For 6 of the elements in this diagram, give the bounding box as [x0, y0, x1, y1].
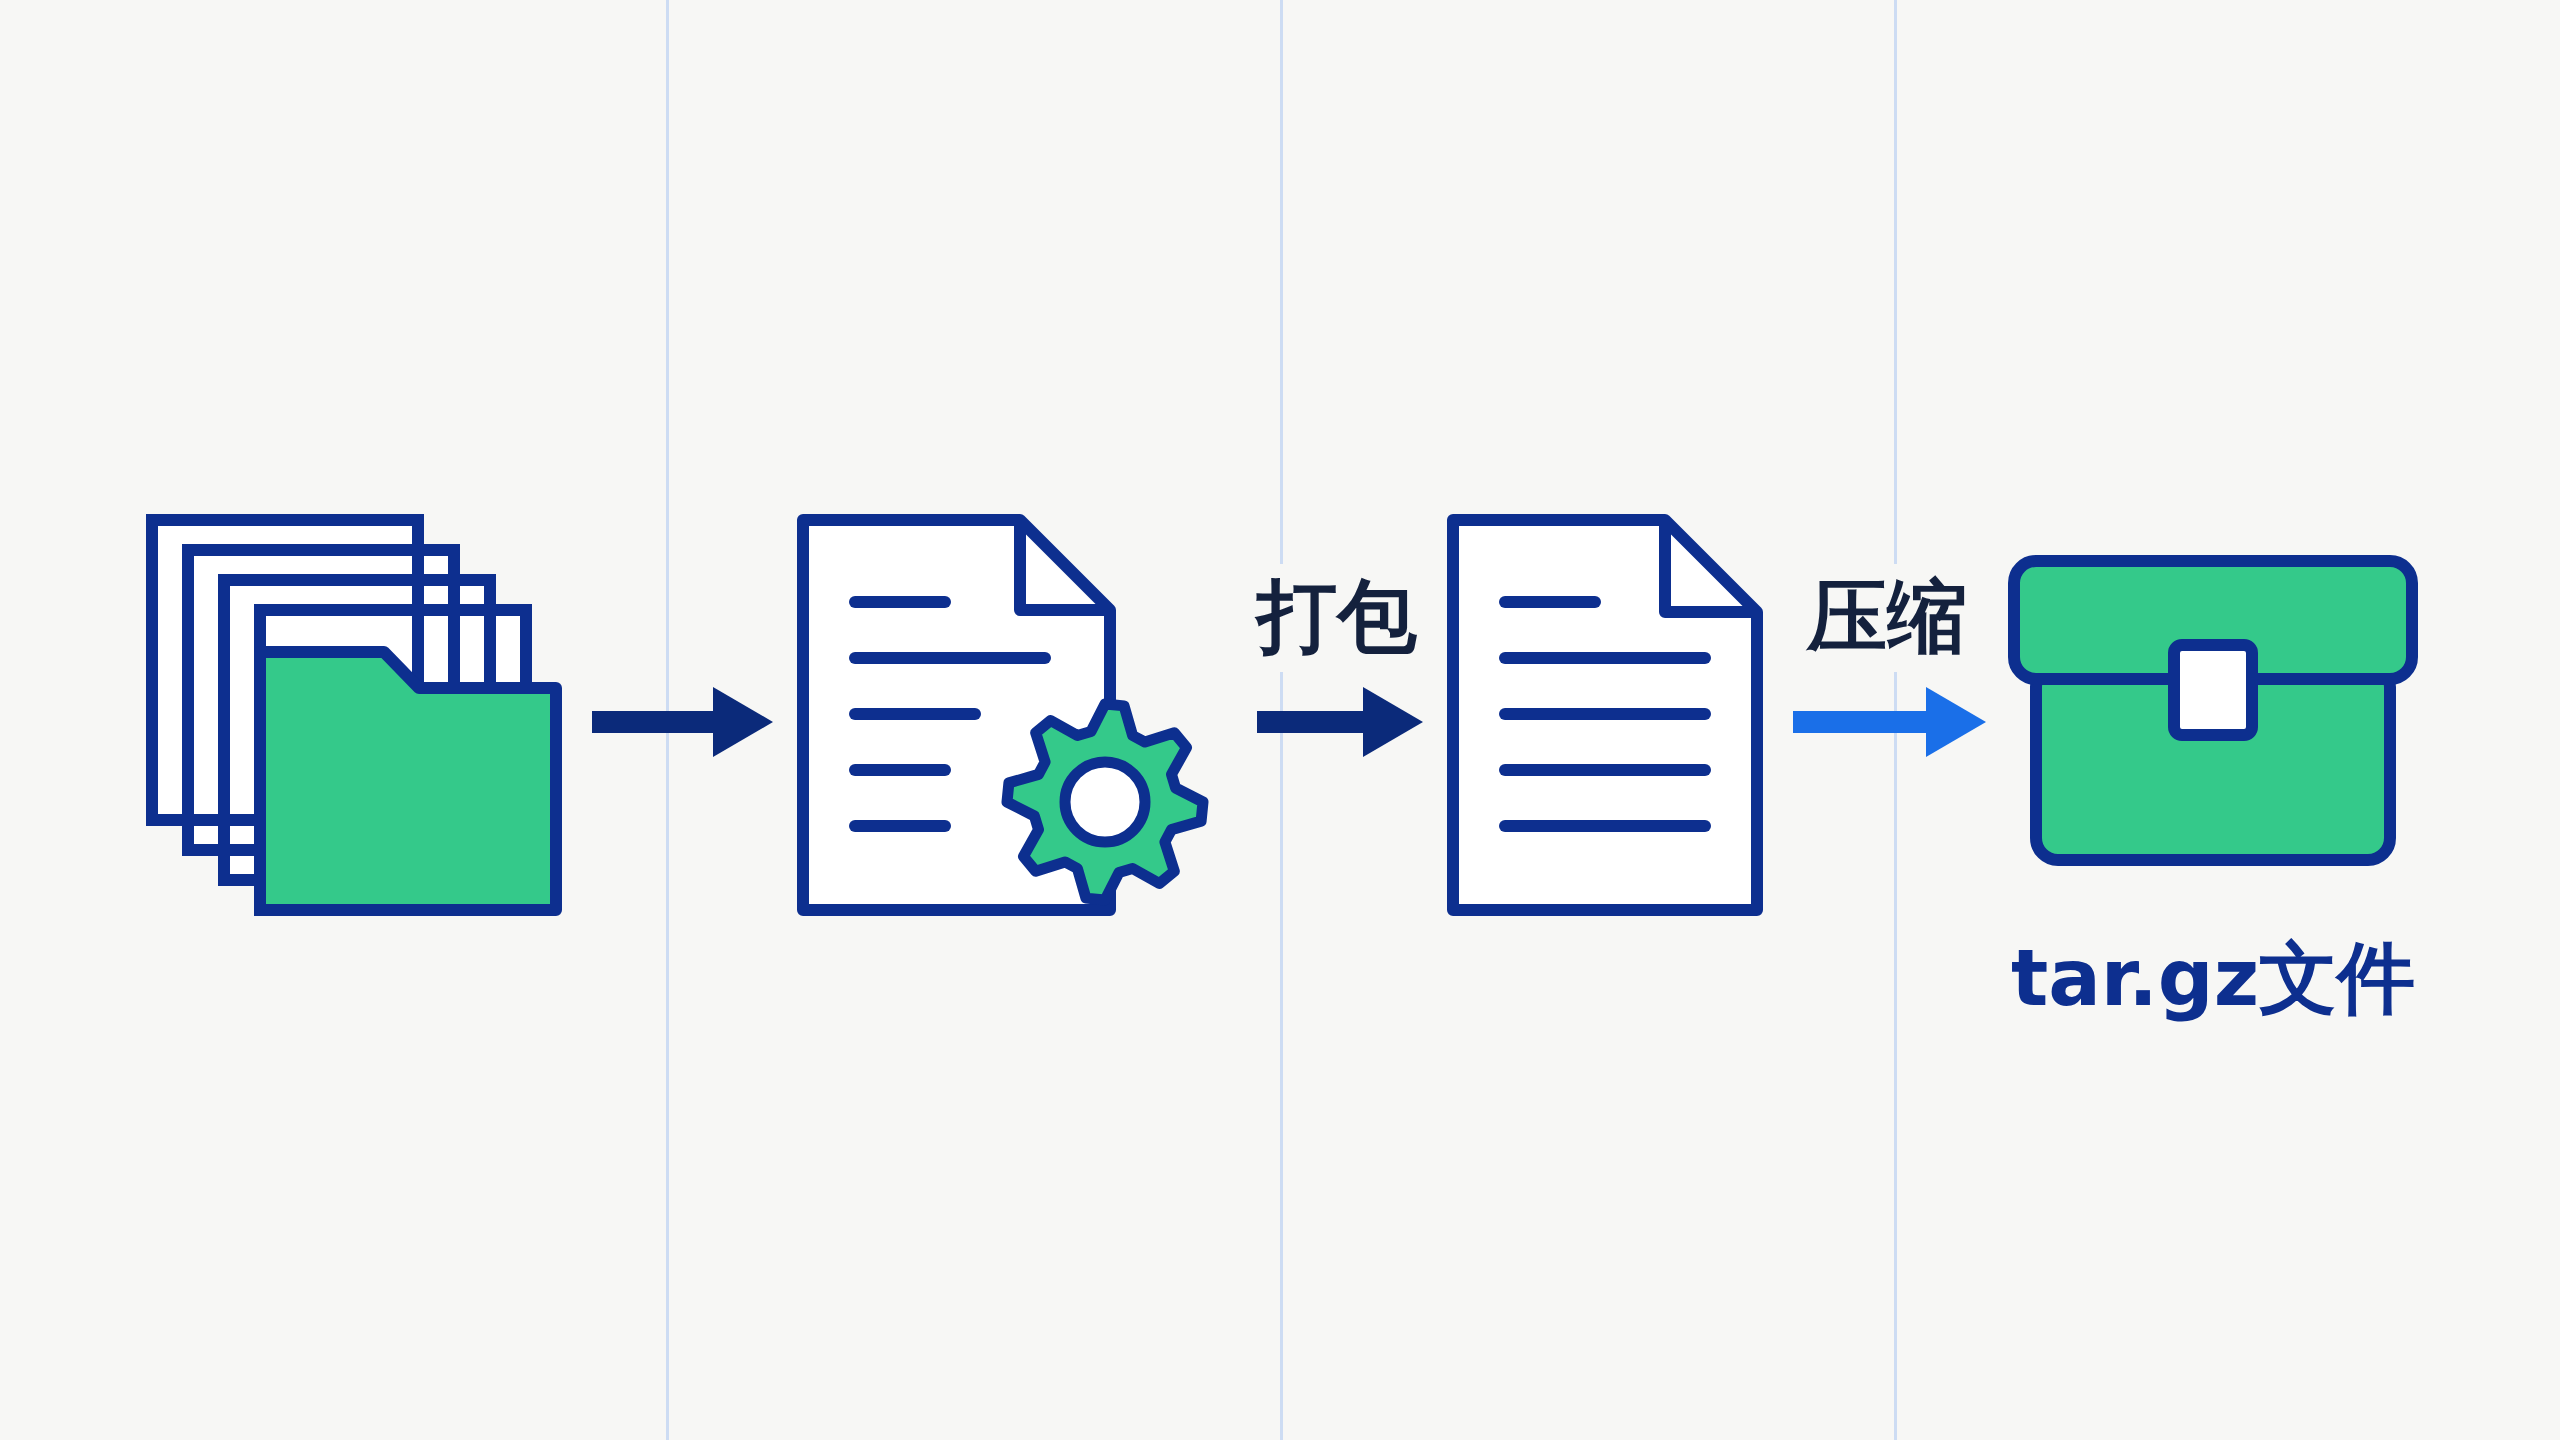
document-drawing	[1445, 512, 1765, 918]
folder-stack-drawing	[144, 512, 564, 918]
arrow	[1257, 687, 1423, 757]
arrow	[1793, 687, 1986, 757]
arrow	[592, 687, 773, 757]
file-label: tar.gz文件	[2010, 932, 2416, 1025]
